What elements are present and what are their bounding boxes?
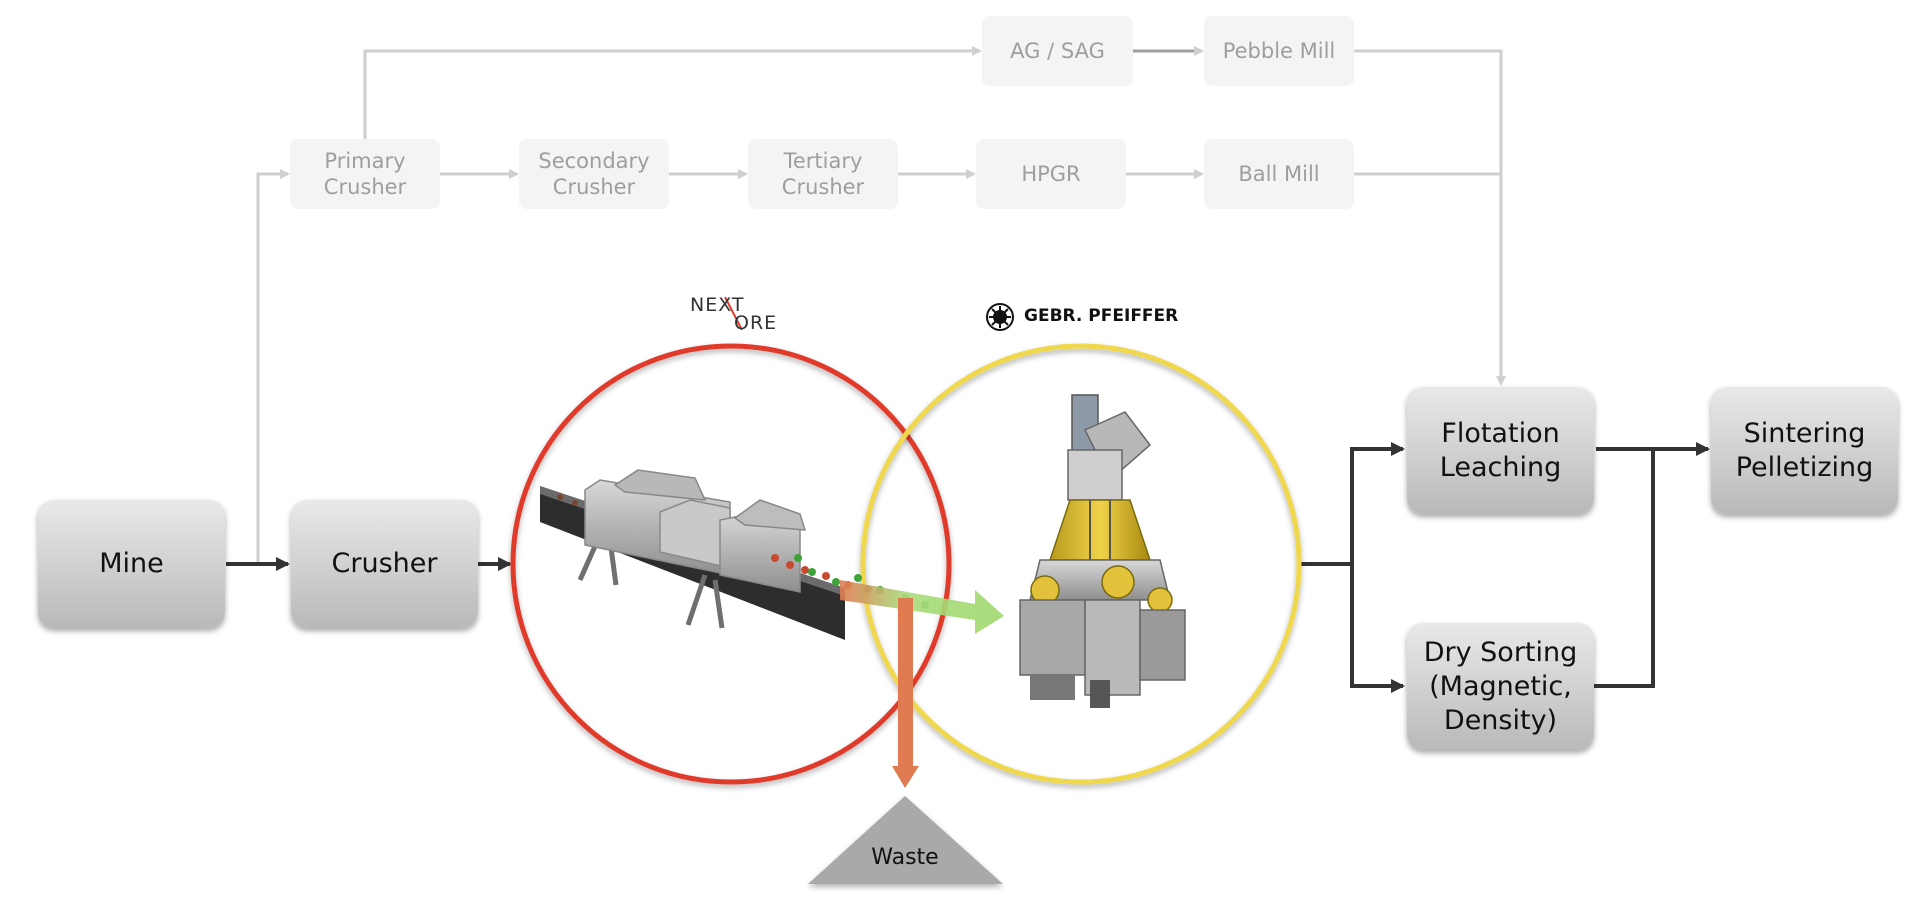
- pfeiffer-circle: [860, 343, 1302, 785]
- waste-label: Waste: [871, 845, 939, 870]
- nextore-logo-bottom: ORE: [734, 312, 778, 334]
- nextore-logo-mark: [724, 296, 743, 331]
- product-arrow: [840, 580, 1004, 634]
- ore-sorter-conveyor-icon: [540, 469, 929, 640]
- sintering-pelletizing-box: Sintering Pelletizing: [1711, 387, 1898, 514]
- waste-arrow: [892, 598, 919, 788]
- mine-box: Mine: [38, 500, 225, 628]
- secondary-crusher-box: Secondary Crusher: [519, 139, 669, 209]
- ag-sag-box: AG / SAG: [982, 16, 1133, 86]
- waste-pile: [808, 796, 1003, 884]
- flotation-leaching-box: Flotation Leaching: [1407, 387, 1594, 514]
- pfeiffer-logo-text: GEBR. PFEIFFER: [1024, 306, 1179, 326]
- ball-mill-box: Ball Mill: [1204, 139, 1354, 209]
- hpgr-box: HPGR: [976, 139, 1126, 209]
- tertiary-crusher-box: Tertiary Crusher: [748, 139, 898, 209]
- primary-crusher-box: Primary Crusher: [290, 139, 440, 209]
- crusher-box: Crusher: [291, 500, 478, 628]
- dry-sorting-box: Dry Sorting (Magnetic, Density): [1407, 623, 1594, 750]
- pebble-mill-box: Pebble Mill: [1204, 16, 1354, 86]
- nextore-logo-top: NEXT: [690, 294, 745, 316]
- nextore-logo: NEXT ORE: [690, 294, 800, 334]
- vertical-roller-mill-icon: [1019, 394, 1186, 708]
- nextore-circle: [510, 343, 952, 785]
- conventional-connectors: [256, 46, 1506, 564]
- pfeiffer-emblem-icon: [986, 303, 1014, 331]
- main-connectors: [226, 442, 1710, 693]
